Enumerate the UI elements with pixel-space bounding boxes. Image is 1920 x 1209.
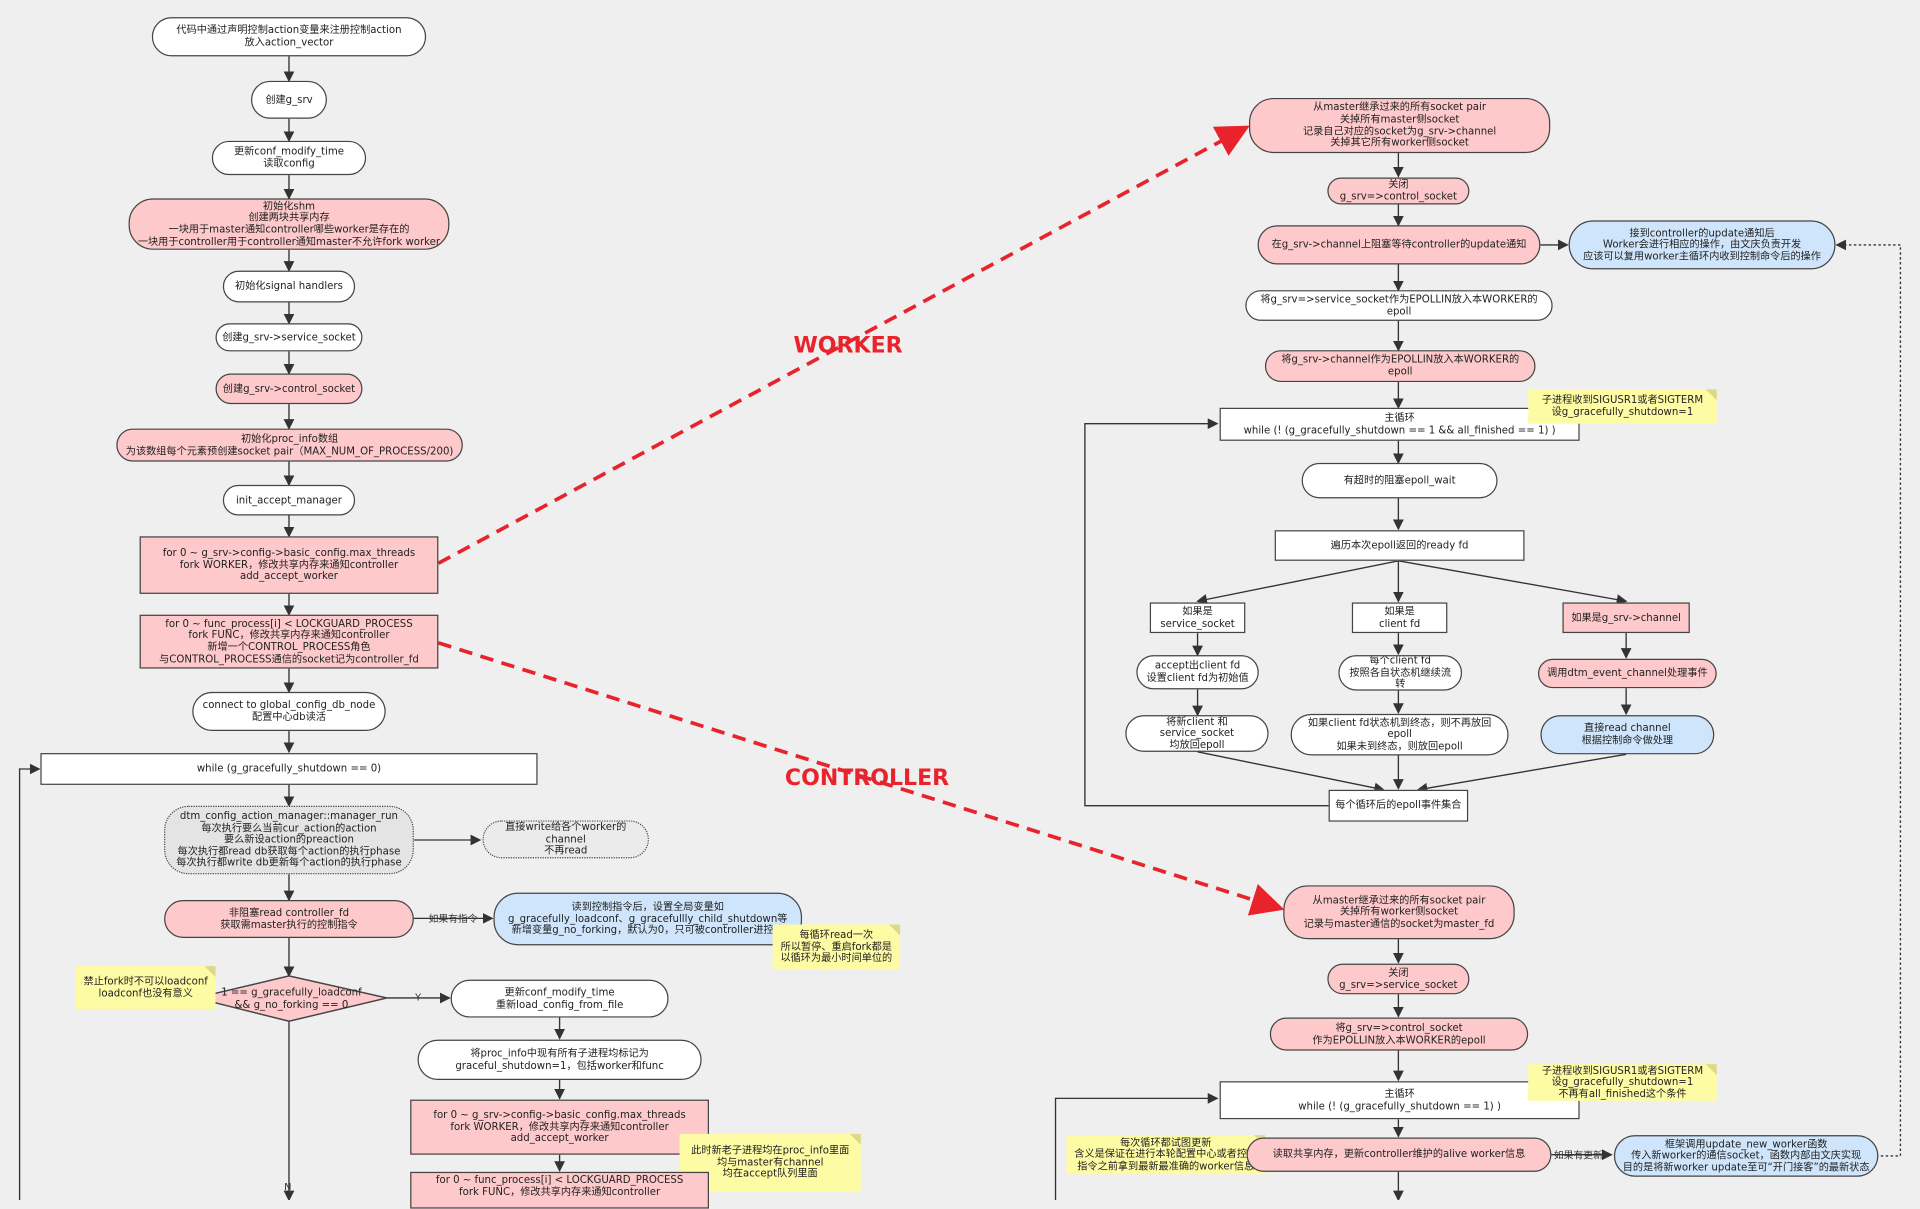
node-controller-read-shm: 读取共享内存，更新controller维护的alive worker信息	[1246, 1137, 1552, 1172]
node-refork-worker: for 0 ~ g_srv->config->basic_config.max_…	[410, 1099, 709, 1155]
node-register-actions: 代码中通过声明控制action变量来注册控制action 放入action_ve…	[151, 17, 427, 57]
label-yes: Y	[415, 991, 422, 1003]
note-old-new-procs: 此时新老子进程均在proc_info里面 均与master有channel 均在…	[679, 1133, 861, 1192]
node-init-shm: 初始化shm 创建两块共享内存 一块用于master通知controller哪些…	[128, 198, 450, 250]
node-set-globals: 读到控制指令后，设置全局变量如 g_gracefully_loadconf、g_…	[493, 892, 803, 946]
controller-label: CONTROLLER	[784, 765, 950, 792]
node-worker-epoll-wait: 有超时的阻塞epoll_wait	[1301, 462, 1498, 499]
node-worker-inherit: 从master继承过来的所有socket pair 关掉所有master侧soc…	[1248, 97, 1551, 154]
node-worker-main-loop: 主循环 while (! (g_gracefully_shutdown == 1…	[1219, 407, 1580, 441]
node-controller-close-service: 关闭g_srv=>service_socket	[1327, 963, 1470, 995]
note-read-per-loop: 每循环read一次 所以暂停、重启fork都是 以循环为最小时间单位的	[772, 924, 901, 970]
node-worker-accept: accept出client fd 设置client fd为初始值	[1136, 655, 1259, 690]
label-no: N	[284, 1181, 292, 1193]
node-control-socket: 创建g_srv->control_socket	[215, 373, 363, 405]
node-read-controller-fd: 非阻塞read controller_fd 获取需master执行的控制指令	[164, 900, 414, 938]
node-init-signal: 初始化signal handlers	[222, 270, 356, 303]
node-main-while: while (g_gracefully_shutdown == 0)	[40, 753, 538, 785]
label-if-command: 如果有指令	[428, 913, 478, 925]
node-manager-run: dtm_config_action_manager::manager_run 每…	[164, 805, 414, 875]
node-refork-func: for 0 ~ func_process[i] < LOCKGUARD_PROC…	[410, 1171, 709, 1209]
node-controller-main-loop: 主循环 while (! (g_gracefully_shutdown == 1…	[1219, 1081, 1580, 1120]
note-no-fork: 禁止fork时不可以loadconf loadconf也没有意义	[75, 966, 216, 1009]
decision-diamond	[195, 975, 388, 1022]
node-worker-iterate-fds: 遍历本次epoll返回的ready fd	[1274, 530, 1525, 561]
node-worker-event-set: 每个循环后的epoll事件集合	[1328, 789, 1469, 822]
node-service-socket: 创建g_srv->service_socket	[215, 323, 363, 352]
node-worker-channel-event: 调用dtm_event_channel处理事件	[1537, 658, 1717, 689]
label-if-updated: 如果有更新	[1553, 1149, 1603, 1161]
node-worker-client-final: 如果client fd状态机到终态，则不再放回epoll 如果未到终态，则放回e…	[1290, 713, 1509, 756]
node-worker-if-service: 如果是 service_socket	[1149, 602, 1246, 634]
decision-text: 1 == g_gracefully_loadconf && g_no_forki…	[221, 985, 362, 1010]
node-worker-epoll-service: 将g_srv=>service_socket作为EPOLLIN放入本WORKER…	[1245, 290, 1553, 321]
node-connect-db: connect to global_config_db_node 配置中心db读…	[192, 691, 386, 732]
node-worker-client-state: 每个client fd 按照各自状态机继续流转	[1338, 655, 1463, 691]
node-write-channel: 直接write给各个worker的channel 不再read	[482, 820, 649, 859]
node-worker-if-client: 如果是 client fd	[1351, 602, 1448, 634]
node-fork-func: for 0 ~ func_process[i] < LOCKGUARD_PROC…	[139, 614, 439, 669]
node-init-accept: init_accept_manager	[222, 484, 356, 516]
node-fork-worker: for 0 ~ g_srv->config->basic_config.max_…	[139, 536, 439, 594]
node-worker-on-update: 接到controller的update通知后 Worker会进行相应的操作，由文…	[1568, 220, 1836, 270]
node-worker-readd-epoll: 将新client 和service_socket 均放回epoll	[1125, 715, 1269, 752]
node-create-gsrv: 创建g_srv	[251, 80, 327, 119]
node-worker-read-channel: 直接read channel 根据控制命令做处理	[1540, 715, 1715, 755]
node-mark-shutdown: 将proc_info中现有所有子进程均标记为 graceful_shutdown…	[417, 1039, 702, 1081]
node-worker-epoll-channel: 将g_srv->channel作为EPOLLIN放入本WORKER的epoll	[1264, 350, 1536, 383]
node-worker-if-channel: 如果是g_srv->channel	[1562, 602, 1690, 634]
note-worker-signal: 子进程收到SIGUSR1或者SIGTERM 设g_gracefully_shut…	[1528, 389, 1717, 424]
node-init-procinfo: 初始化proc_info数组 为该数组每个元素预创建socket pair（MA…	[116, 428, 463, 462]
node-worker-close-control: 关闭g_srv=>control_socket	[1327, 177, 1470, 205]
note-controller-signal: 子进程收到SIGUSR1或者SIGTERM 设g_gracefully_shut…	[1528, 1064, 1717, 1101]
note-controller-refresh: 每次循环都试图更新 含义是保证在进行本轮配置中心或者控制 指令之前拿到最新最准确…	[1066, 1135, 1265, 1175]
node-controller-inherit: 从master继承过来的所有socket pair 关掉所有worker侧soc…	[1283, 885, 1515, 940]
node-worker-wait-update: 在g_srv->channel上阻塞等待controller的update通知	[1257, 225, 1541, 265]
node-controller-update-worker: 框架调用update_new_worker函数 传入新worker的通信sock…	[1613, 1135, 1879, 1177]
node-controller-epoll-control: 将g_srv=>control_socket 作为EPOLLIN放入本WORKE…	[1269, 1017, 1529, 1051]
node-reload-config: 更新conf_modify_time 重新load_config_from_fi…	[450, 979, 669, 1018]
worker-label: WORKER	[793, 333, 903, 359]
node-read-config: 更新conf_modify_time 读取config	[211, 140, 367, 176]
